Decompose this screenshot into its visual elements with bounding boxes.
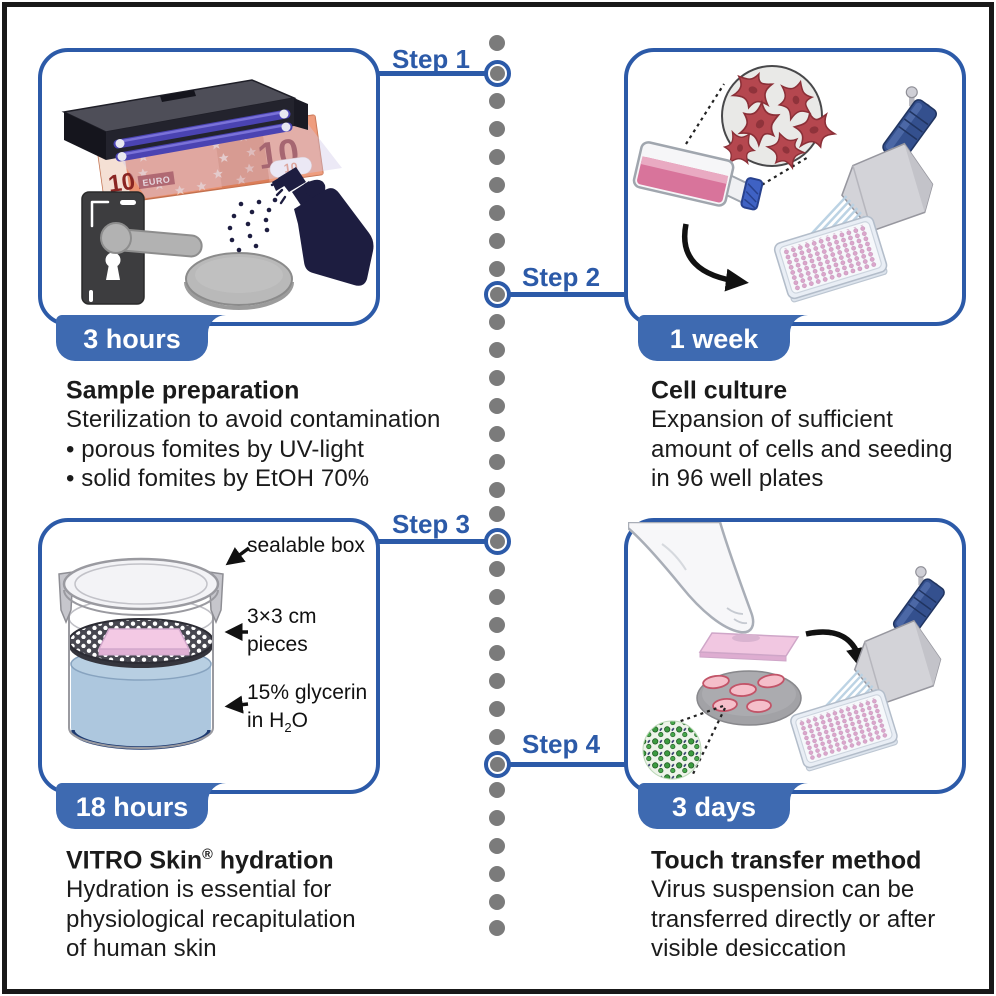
- step1-illustration-box: 10 10 EURO 10: [38, 48, 380, 326]
- step1-duration-badge: 3 hours: [56, 315, 226, 361]
- step3-title: VITRO Skin® hydration: [66, 846, 334, 875]
- annotation-glycerin: 15% glycerin in H2O: [247, 681, 368, 736]
- timeline-dot: [489, 314, 505, 330]
- timeline-dot: [489, 121, 505, 137]
- multichannel-pipette-icon: [788, 565, 948, 774]
- cell-culture-flask-icon: [632, 141, 764, 211]
- virus-particle-icon: [642, 720, 702, 780]
- step1-line: • porous fomites by UV-light: [66, 435, 364, 463]
- step2-text: Cell culture Expansion of sufficient amo…: [651, 370, 996, 494]
- timeline-dot: [489, 920, 505, 936]
- step1-line: Sterilization to avoid contamination: [66, 406, 441, 434]
- spray-droplets-icon: [227, 180, 287, 253]
- step4-line: visible desiccation: [651, 935, 847, 963]
- step4-duration-badge: 3 days: [638, 783, 808, 829]
- step3-line: physiological recapitulation: [66, 905, 356, 933]
- step4-duration: 3 days: [672, 792, 756, 822]
- timeline-dot: [489, 233, 505, 249]
- step2-title: Cell culture: [651, 376, 788, 405]
- step1-timeline-node: [483, 59, 511, 87]
- step2-line: amount of cells and seeding: [651, 435, 953, 463]
- step1-duration: 3 hours: [83, 324, 181, 354]
- timeline-dot: [489, 426, 505, 442]
- timeline-dot: [489, 894, 505, 910]
- step4-line: transferred directly or after: [651, 905, 936, 933]
- step1-connector-line: [366, 70, 488, 76]
- step4-line: Virus suspension can be: [651, 876, 915, 904]
- timeline-dot: [489, 177, 505, 193]
- cells-magnified-icon: [721, 65, 838, 175]
- annotation-sealable-box: sealable box: [247, 534, 365, 557]
- step2-duration: 1 week: [670, 324, 760, 354]
- step2-line: in 96 well plates: [651, 465, 824, 493]
- timeline-dot: [489, 398, 505, 414]
- step4-connector-line: [506, 761, 628, 767]
- timeline-dot: [489, 782, 505, 798]
- step2-label: Step 2: [522, 262, 601, 292]
- timeline-dot: [489, 506, 505, 522]
- step3-connector-line: [366, 538, 488, 544]
- timeline-dot: [489, 645, 505, 661]
- step2-timeline-node: [483, 280, 511, 308]
- label-arrow-icon: [224, 546, 251, 714]
- step2-connector-line: [506, 291, 628, 297]
- timeline-dot: [489, 342, 505, 358]
- timeline-dot: [489, 838, 505, 854]
- step3-duration: 18 hours: [76, 792, 189, 822]
- timeline-dot: [489, 261, 505, 277]
- curved-arrow-icon: [682, 223, 749, 292]
- step1-title: Sample preparation: [66, 376, 300, 405]
- step2-duration-badge: 1 week: [638, 315, 808, 361]
- step1-text: Sample preparation Sterilization to avoi…: [66, 370, 461, 494]
- step3-text: VITRO Skin® hydration Hydration is essen…: [66, 840, 461, 964]
- timeline-dot: [489, 589, 505, 605]
- step4-label: Step 4: [522, 729, 601, 759]
- step3-label: Step 3: [391, 509, 470, 539]
- step3-line: Hydration is essential for: [66, 876, 332, 904]
- timeline-dot: [489, 205, 505, 221]
- timeline-dot: [489, 866, 505, 882]
- timeline-dot: [489, 729, 505, 745]
- finger-press-icon: [628, 522, 755, 634]
- step4-text: Touch transfer method Virus suspension c…: [651, 840, 996, 964]
- spray-bottle-icon: [272, 167, 374, 286]
- timeline-dot: [489, 482, 505, 498]
- step4-illustration-box: [624, 518, 966, 794]
- step4-title: Touch transfer method: [651, 846, 922, 875]
- sealable-container-icon: [58, 557, 224, 750]
- timeline-dot: [489, 149, 505, 165]
- uv-lamp-icon: [61, 79, 308, 162]
- step3-duration-badge: 18 hours: [56, 783, 226, 829]
- timeline-dot: [489, 370, 505, 386]
- step3-timeline-node: [483, 527, 511, 555]
- step3-line: of human skin: [66, 935, 217, 963]
- step2-illustration-box: [624, 48, 966, 326]
- vitro-skin-piece-icon: [698, 632, 800, 662]
- step1-label: Step 1: [391, 44, 470, 74]
- timeline-dot: [489, 561, 505, 577]
- step1-line: • solid fomites by EtOH 70%: [66, 465, 370, 493]
- annotation-pieces: 3×3 cm pieces: [247, 605, 317, 656]
- timeline-dot: [489, 701, 505, 717]
- virus-droplets-icon: [702, 673, 785, 713]
- callout-dashed-lines: [685, 83, 811, 193]
- timeline-dot: [489, 454, 505, 470]
- step4-timeline-node: [483, 750, 511, 778]
- timeline-dot: [489, 617, 505, 633]
- timeline-dot: [489, 35, 505, 51]
- timeline-dot: [489, 810, 505, 826]
- curved-arrow-icon: [805, 629, 869, 671]
- timeline-dot: [489, 673, 505, 689]
- vitro-skin-piece-icon: [97, 628, 191, 656]
- step2-line: Expansion of sufficient: [651, 406, 894, 434]
- metal-disc-icon: [184, 252, 294, 310]
- door-handle-icon: [81, 191, 203, 305]
- timeline-dot: [489, 93, 505, 109]
- banknote-currency-label: EURO: [142, 174, 171, 188]
